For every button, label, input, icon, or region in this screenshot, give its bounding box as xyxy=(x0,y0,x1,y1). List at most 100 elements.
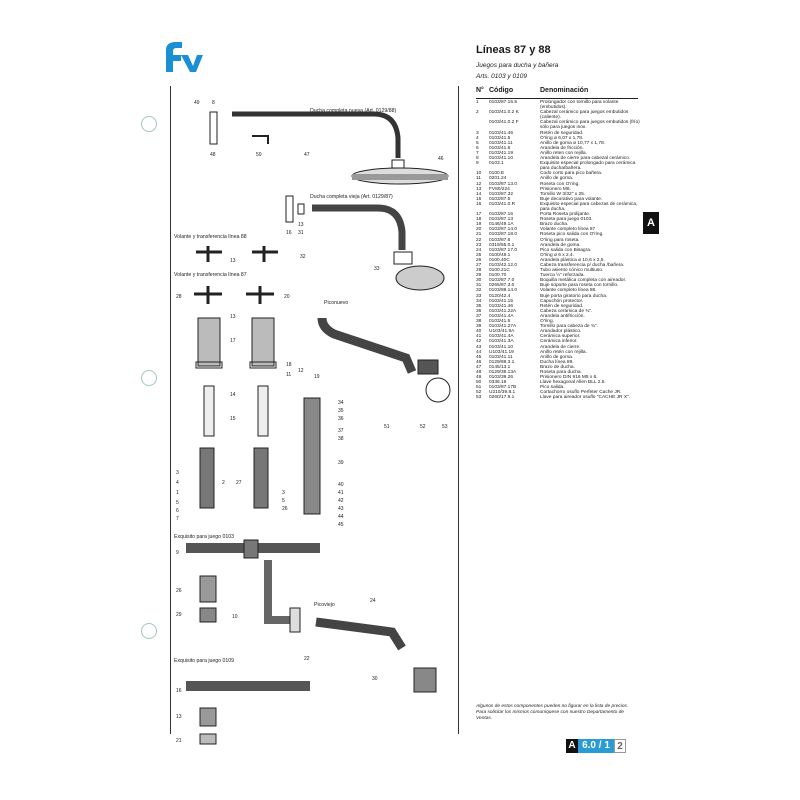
row-number: 4 xyxy=(476,135,479,141)
row-description: O'ring ø 6,07 x 1,78. xyxy=(540,135,584,141)
row-description: Cortachorro osuflo Perfeter Cache JR. xyxy=(540,390,622,396)
row-code: 0260/17.9.1 xyxy=(489,395,515,401)
row-number: 17 xyxy=(476,212,482,218)
row-number: 47 xyxy=(476,364,482,370)
row-number: 37 xyxy=(476,313,482,319)
callout: 45 xyxy=(338,522,344,528)
row-number: 8 xyxy=(476,156,479,162)
row-description: Pico salida con Bisagra. xyxy=(540,247,592,253)
row-code: 0129/88.3.1 xyxy=(489,359,515,365)
callout: 11 xyxy=(286,372,291,378)
row-code: 0103/41.46 xyxy=(489,130,514,136)
row-number: 41 xyxy=(476,334,482,340)
callout: 27 xyxy=(236,480,242,486)
row-number: 38 xyxy=(476,319,482,325)
row-number: 25 xyxy=(476,252,482,258)
row-code: 0103/41.0.2 K xyxy=(489,110,519,116)
row-description: Buje decorativo para volante. xyxy=(540,196,603,202)
row-description: Porta Roseta prolijante. xyxy=(540,212,591,218)
callout: 31 xyxy=(298,230,304,236)
row-code: 0103/41.15 xyxy=(489,298,514,304)
row-description: O'ring para roseta. xyxy=(540,237,580,243)
row-code: 0319/55.0.1 xyxy=(489,242,515,248)
row-description: Ducha línea 88. xyxy=(540,359,574,365)
handle-88-left xyxy=(196,246,222,262)
row-code: 0103/87.13.0 xyxy=(489,181,518,187)
callout: 8 xyxy=(212,100,215,106)
row-description: Cerámica inferior. xyxy=(540,339,578,345)
caption-ducha-vieja: Ducha completa vieja (Art. 0129/87) xyxy=(310,194,393,200)
row-code: 0103/41.11 xyxy=(489,140,513,146)
row-description: Retén de seguridad. xyxy=(540,130,584,136)
rosette-body-left xyxy=(197,317,221,367)
row-code: 0103/87.5 xyxy=(489,196,511,202)
row-description: O'ring. xyxy=(540,319,554,325)
binder-hole xyxy=(141,623,157,639)
row-code: 0103/87.18.0 xyxy=(489,232,518,238)
divider xyxy=(170,86,171,734)
row-number: 51 xyxy=(476,385,482,391)
spout-old-aerator xyxy=(413,667,437,693)
row-description: Anillo reten con rejilla. xyxy=(540,150,587,156)
shower-arm-part xyxy=(312,204,406,250)
row-number: 21 xyxy=(476,232,482,238)
row-number: 45 xyxy=(476,354,482,360)
row-description: Buje porta giratorio para ducha. xyxy=(540,293,608,299)
handle-87-right xyxy=(246,286,274,304)
row-description: Volante completo línea 87 xyxy=(540,227,596,233)
callout: 6 xyxy=(176,508,179,514)
row-number: 43 xyxy=(476,344,482,350)
row-number: 49 xyxy=(476,375,482,381)
callout: 20 xyxy=(284,294,290,300)
row-code: 0103/41.5 xyxy=(489,319,511,325)
row-code: 0103/87.17B xyxy=(489,385,517,391)
row-code: 0336.19 xyxy=(489,380,507,386)
row-number: 48 xyxy=(476,369,482,375)
caption-volante-87: Volante y transferencia línea 87 xyxy=(174,272,247,278)
page-title: Líneas 87 y 88 xyxy=(476,44,551,56)
row-description: Prisionero DIN 916 M5 x 6. xyxy=(540,375,598,381)
callout: 53 xyxy=(442,424,448,430)
row-description: Anillo de goma. xyxy=(540,176,574,182)
row-number: 32 xyxy=(476,288,482,294)
callout: 46 xyxy=(438,156,444,162)
callout: 29 xyxy=(176,612,182,618)
cartridge-left xyxy=(199,447,215,509)
row-code: 0103/87.16 xyxy=(489,212,514,218)
row-number: 13 xyxy=(476,186,482,192)
callout: 17 xyxy=(230,338,236,344)
row-code: 0100.70 xyxy=(489,273,507,279)
page-subtitle: Juegos para ducha y bañera xyxy=(476,62,559,69)
callout: 13 xyxy=(176,714,182,720)
extension-stem-left xyxy=(203,385,215,437)
spout-rosette-part xyxy=(289,607,301,633)
divider xyxy=(458,86,459,734)
row-code: 0103/41.0.2 F xyxy=(489,120,519,126)
row-number: 19 xyxy=(476,222,482,228)
row-number: 6 xyxy=(476,145,479,151)
nut-part xyxy=(199,607,217,623)
caption-picoviejo: Picoviejo xyxy=(314,602,335,608)
row-description: Exquisito especial prolongado para cerám… xyxy=(540,161,636,172)
row-description: O'ring ø 6 x 2,4. xyxy=(540,252,574,258)
callout: 15 xyxy=(230,416,236,422)
allen-key-part xyxy=(252,135,269,144)
row-number: 7 xyxy=(476,150,479,156)
row-number: 24 xyxy=(476,247,482,253)
